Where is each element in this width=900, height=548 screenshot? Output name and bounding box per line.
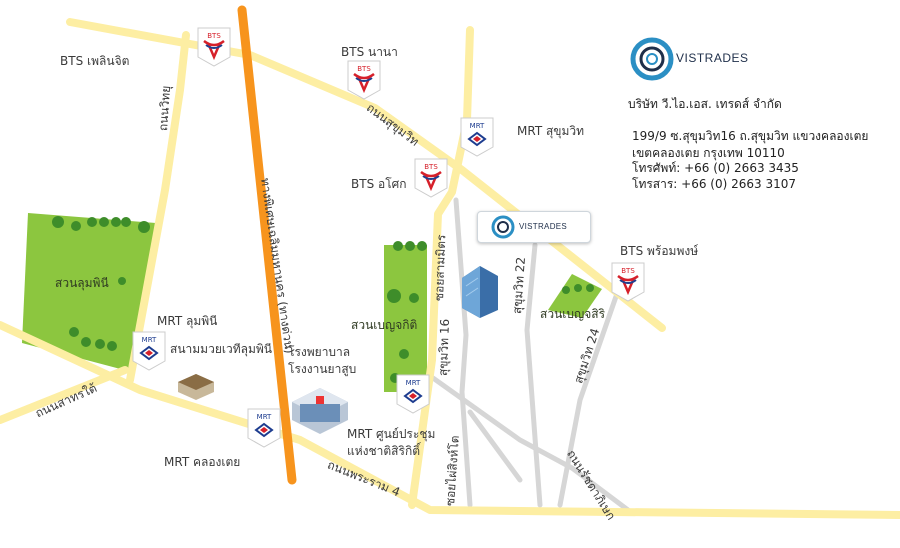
- company-address-line2: เขตคลองเตย กรุงเทพ 10110: [632, 146, 785, 160]
- bts-phrom-phong-logo-icon[interactable]: BTS: [611, 262, 645, 302]
- lumphini-boxing-stadium-label: สนามมวยเวทีลุมพินี: [170, 342, 272, 356]
- mrt-logo-text: MRT: [470, 122, 485, 130]
- bts-logo-text: BTS: [424, 163, 438, 171]
- bts-asok-label: BTS อโศก: [351, 177, 407, 191]
- hospital-label-line2: โรงงานยาสูบ: [288, 362, 357, 376]
- vistrades-brand-logo-icon: [630, 37, 674, 81]
- benjasiri-park-label: สวนเบญจสิริ: [540, 307, 606, 321]
- lumphini-park-label: สวนลุมพินี: [55, 276, 109, 290]
- hospital-label: โรงพยาบาล: [288, 345, 351, 359]
- expressway-line: [237, 5, 297, 485]
- company-fax: โทรสาร: +66 (0) 2663 3107: [632, 177, 797, 191]
- bts-asok-logo-icon[interactable]: BTS: [414, 158, 448, 198]
- mrt-lumphini-label: MRT ลุมพินี: [157, 314, 218, 328]
- bts-logo-text: BTS: [357, 65, 371, 73]
- mrt-qsncc-label: MRT ศูนย์ประชุม: [347, 427, 436, 441]
- company-name: บริษัท วี.ไอ.เอส. เทรดส์ จำกัด: [628, 97, 782, 111]
- benjakitti-park-label: สวนเบญจกิติ: [351, 318, 418, 332]
- company-address-line1: 199/9 ซ.สุขุมวิท16 ถ.สุขุมวิท แขวงคลองเต…: [632, 129, 869, 143]
- bts-nana-label: BTS นานา: [341, 45, 398, 59]
- bts-logo-text: BTS: [207, 32, 221, 40]
- mrt-logo-text: MRT: [142, 336, 157, 344]
- mrt-logo-text: MRT: [257, 413, 272, 421]
- boxing-stadium-icon: [178, 374, 214, 400]
- bts-ploenchit-label: BTS เพลินจิต: [60, 54, 130, 68]
- mrt-khlong-toei-label: MRT คลองเตย: [164, 455, 241, 469]
- mrt-sukhumvit-logo-icon[interactable]: MRT: [460, 117, 494, 157]
- sukhumvit16-label: สุขุมวิท 16: [436, 318, 452, 377]
- witthayu-road-label: ถนนวิทยุ: [156, 85, 174, 132]
- bts-nana-logo-icon[interactable]: BTS: [347, 60, 381, 100]
- lumphini-park-area: [22, 213, 156, 372]
- minor-roads: [430, 197, 631, 513]
- mrt-sukhumvit-label: MRT สุขุมวิท: [517, 124, 585, 138]
- hospital-building-icon: [292, 388, 348, 434]
- benjakitti-park-area: [384, 245, 427, 392]
- bts-ploenchit-logo-icon[interactable]: BTS: [197, 27, 231, 67]
- vistrades-logo-icon: [491, 215, 515, 239]
- pin-brand-label: VISTRADES: [519, 222, 568, 231]
- office-tower-icon: [462, 266, 498, 318]
- mrt-qsncc-logo-icon[interactable]: MRT: [396, 374, 430, 414]
- mrt-lumphini-logo-icon[interactable]: MRT: [132, 331, 166, 371]
- mrt-logo-text: MRT: [406, 379, 421, 387]
- company-phone: โทรศัพท์: +66 (0) 2663 3435: [632, 161, 799, 175]
- soi-sammit-label: ซอยสามมิตร: [432, 234, 449, 302]
- mrt-qsncc-label-line2: แห่งชาติสิริกิติ์: [347, 444, 421, 458]
- sukhumvit22-label: สุขุมวิท 22: [510, 256, 528, 315]
- mrt-khlong-toei-logo-icon[interactable]: MRT: [247, 408, 281, 448]
- vistrades-location-pin[interactable]: VISTRADES: [477, 211, 591, 243]
- bts-logo-text: BTS: [621, 267, 635, 275]
- bts-phrom-phong-label: BTS พร้อมพงษ์: [620, 244, 699, 258]
- company-brand: VISTRADES: [676, 51, 749, 65]
